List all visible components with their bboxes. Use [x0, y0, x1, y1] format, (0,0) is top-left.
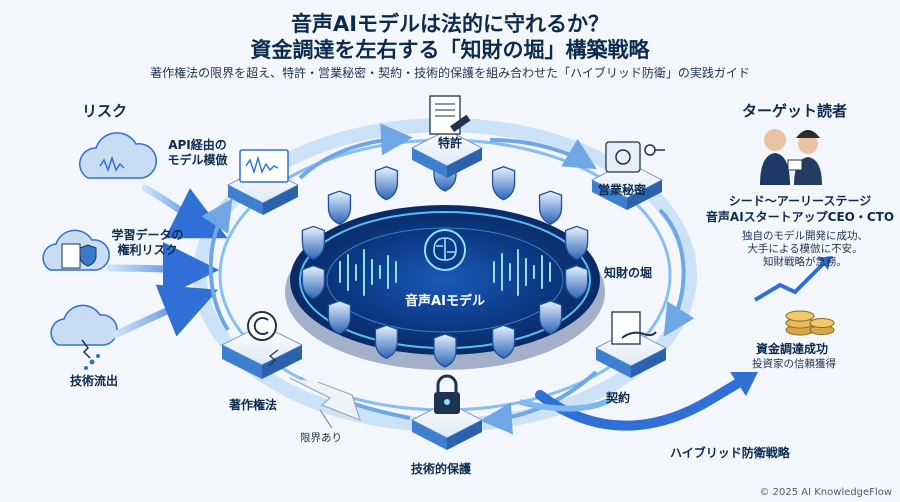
shield-icon: [327, 190, 352, 225]
risk-heading: リスク: [82, 102, 128, 120]
shield-icon: [564, 264, 589, 300]
node-label-trade-secret: 営業秘密: [598, 183, 647, 197]
node-tech-protection: [410, 374, 484, 450]
shield-icon: [301, 225, 326, 261]
node-label-ip-moat: 知財の堀: [604, 266, 653, 280]
page-subtitle: 著作権法の限界を超え、特許・営業秘密・契約・技術的保護を組み合わせた「ハイブリッ…: [150, 66, 750, 80]
shield-icon: [374, 324, 399, 359]
cloud-document-shield-icon: [42, 229, 110, 271]
target-description: 独自のモデル開発に成功、 大手による模倣に不安。 知財戦略が急務。: [742, 230, 868, 268]
target-line1: シード〜アーリーステージ: [728, 194, 872, 208]
shield-icon: [491, 324, 516, 359]
shield-icon: [374, 166, 399, 201]
brain-icon: [424, 229, 466, 271]
shield-icon: [433, 333, 457, 368]
node-label-patent: 特許: [438, 136, 463, 150]
page-title-line1: 音声AIモデルは法的に守れるか？: [290, 12, 610, 36]
shield-icon: [538, 300, 563, 335]
page-title-line2: 資金調達を左右する「知財の堀」構築戦略: [250, 38, 650, 62]
copyright-limit-arrow: [289, 377, 361, 429]
node-copyright: [220, 311, 304, 379]
target-line2: 音声AIスタートアップCEO・CTO: [705, 210, 895, 224]
success-subtitle: 投資家の信頼獲得: [752, 358, 836, 370]
node-label-copyright: 著作権法: [229, 398, 278, 412]
target-heading: ターゲット読者: [742, 102, 848, 120]
shield-ring: [301, 157, 589, 368]
hybrid-strategy-arrow: [519, 372, 758, 431]
node-blocks: [220, 95, 668, 450]
hybrid-strategy-label: ハイブリッド防衛戦略: [670, 446, 790, 460]
node-patent: [410, 95, 484, 178]
shield-icon: [538, 190, 563, 225]
shield-icon: [564, 225, 589, 261]
footer-copyright: © 2025 AI KnowledgeFlow: [759, 487, 892, 498]
risk-label-api-imitation: API経由の モデル模倣: [167, 138, 228, 167]
waveform: [339, 249, 551, 296]
node-trade-secret: [590, 141, 665, 210]
copyright-limit-note: 限界あり: [300, 432, 342, 444]
shield-icon: [491, 166, 516, 201]
node-contract: [594, 311, 668, 378]
node-label-tech-protection: 技術的保護: [411, 462, 472, 476]
success-title: 資金調達成功: [756, 342, 829, 356]
risk-label-tech-leak: 技術流出: [70, 374, 119, 388]
growth-chart-icon: [753, 256, 832, 302]
shield-icon: [301, 264, 326, 300]
risk-icons: [42, 132, 158, 370]
node-label-contract: 契約: [606, 391, 631, 405]
risk-label-training-data: 学習データの 権利リスク: [111, 228, 184, 257]
cloud-waveform-icon: [79, 132, 158, 179]
center-label: 音声AIモデル: [405, 294, 485, 309]
business-people-illustration: [760, 129, 822, 185]
shield-icon: [327, 300, 352, 335]
coin-stack-icon: [785, 310, 835, 336]
cloud-leak-icon: [50, 304, 118, 370]
node-api-imitation: [226, 149, 300, 215]
